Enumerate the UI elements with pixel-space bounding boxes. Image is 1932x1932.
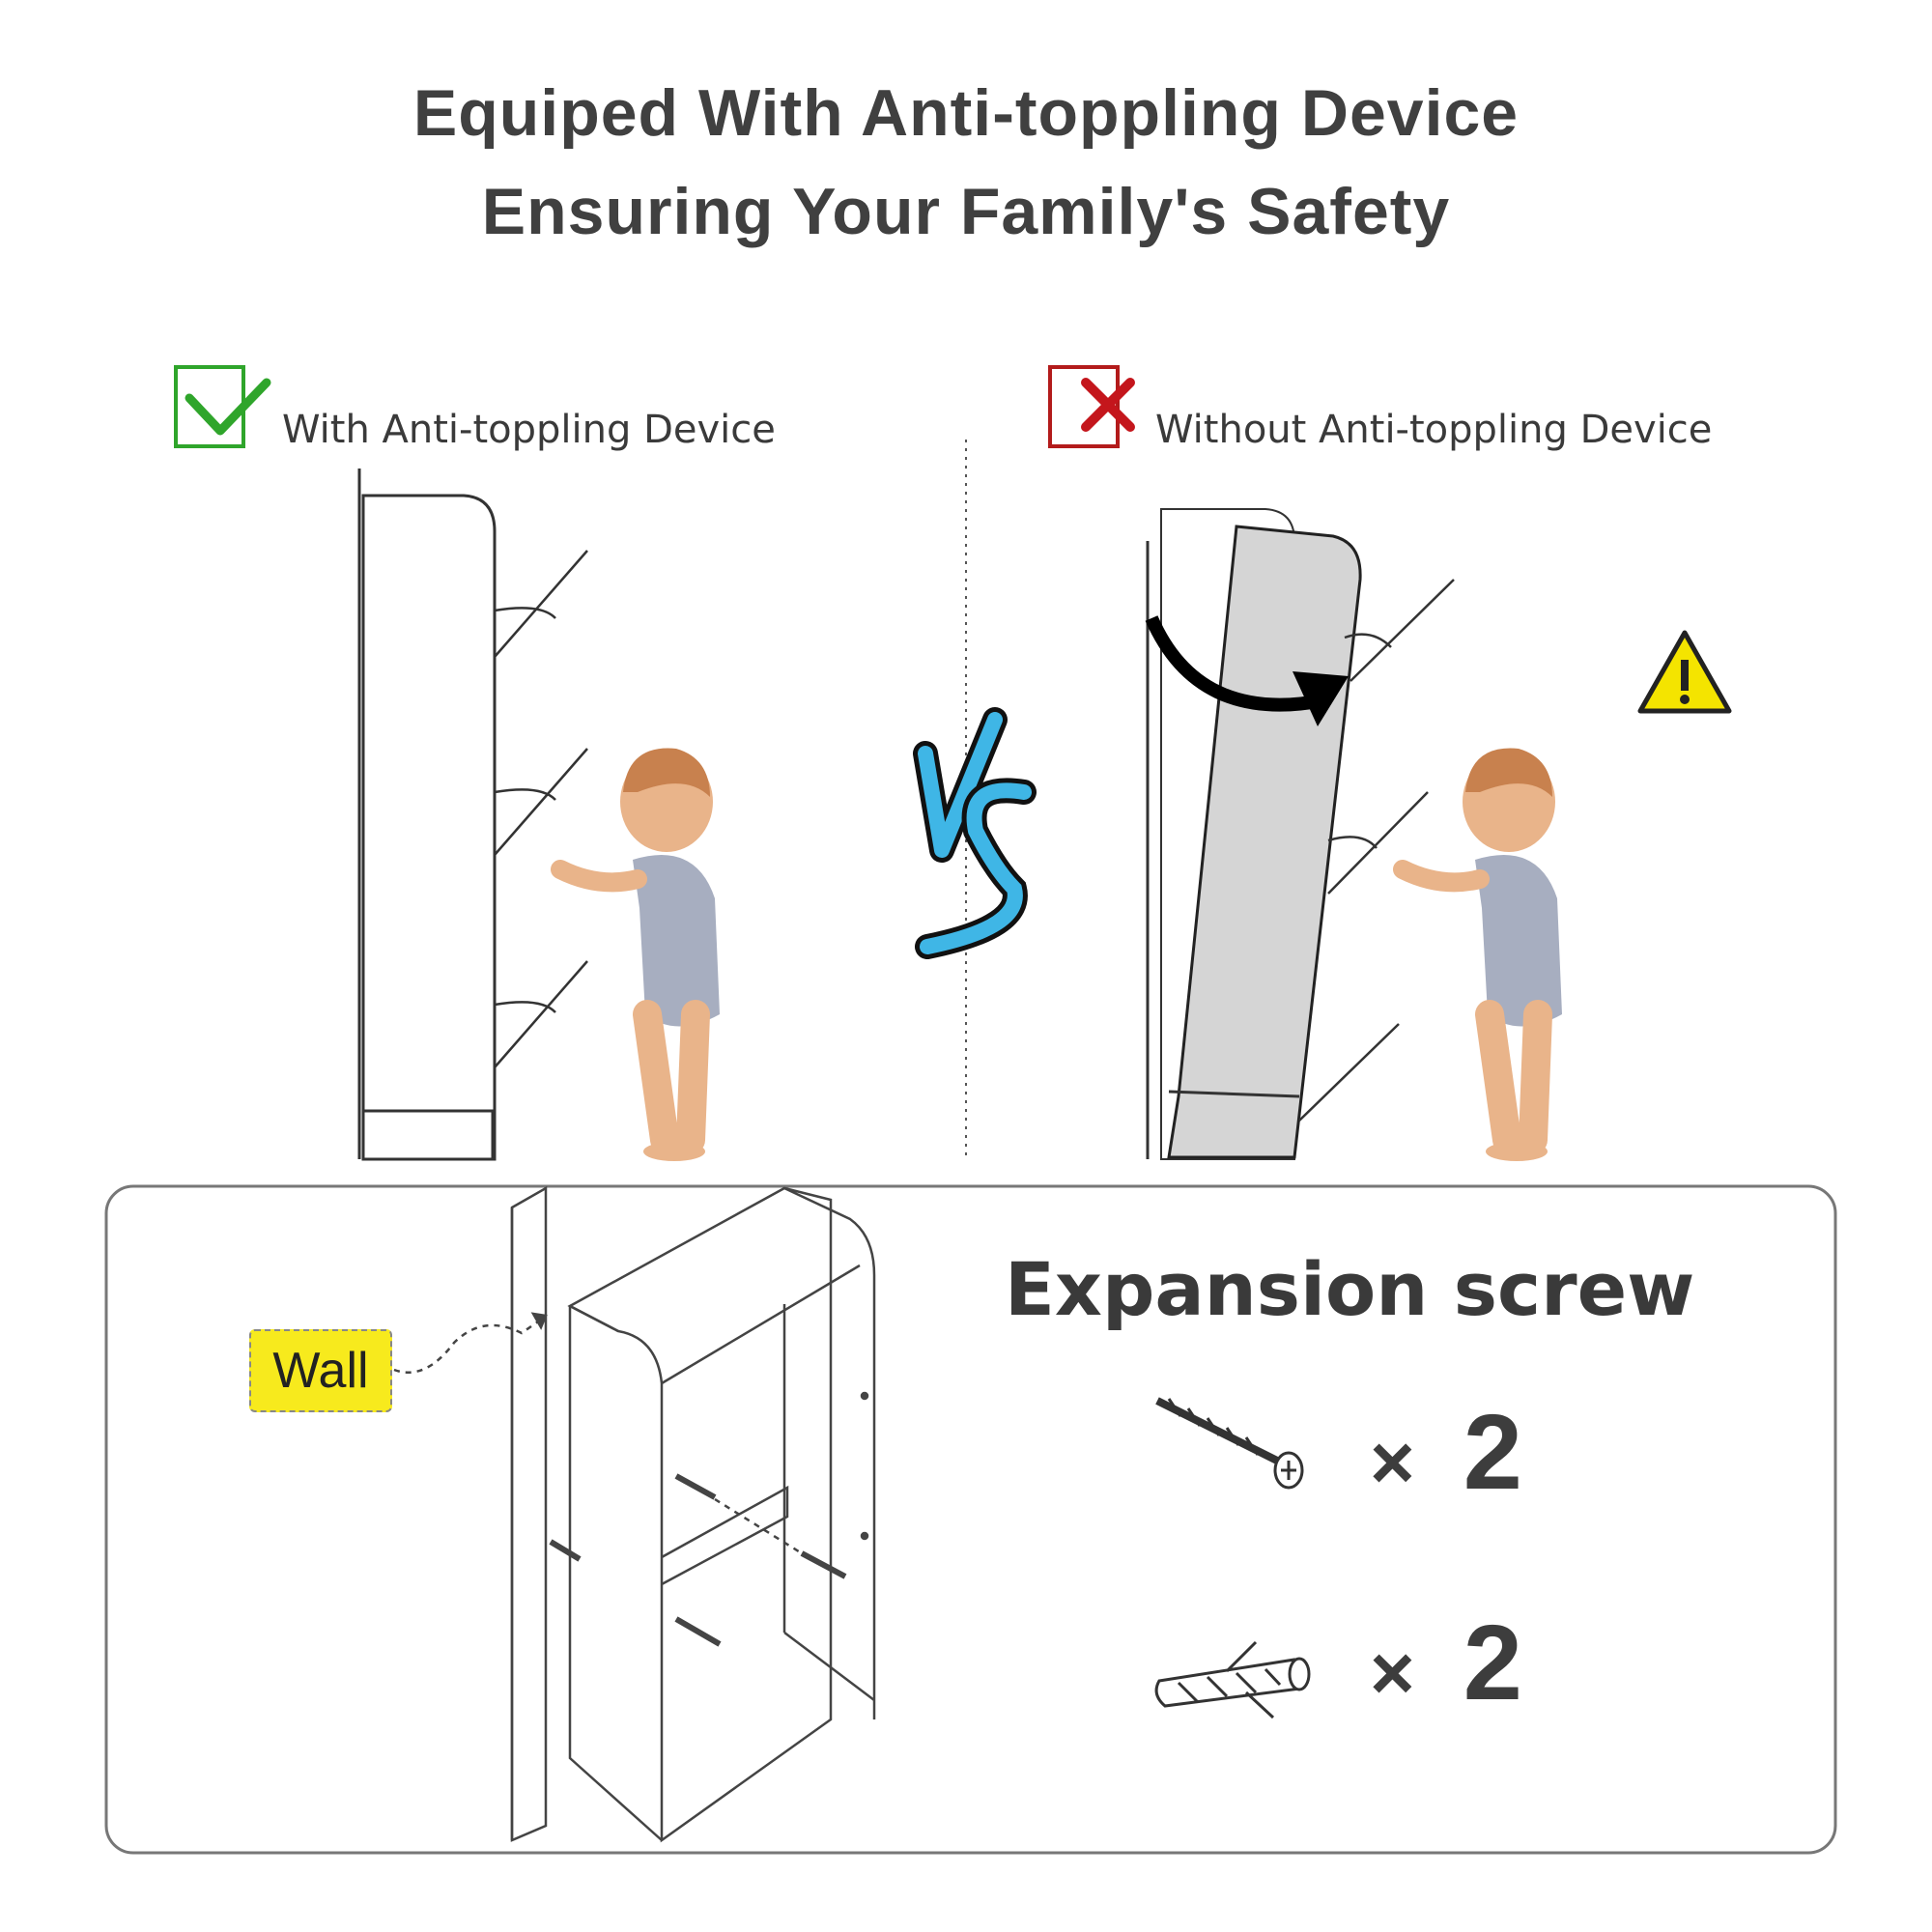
headline-line-1: Equiped With Anti-toppling Device [412,76,1520,150]
without-device-label: Without Anti-toppling Device [1155,408,1713,452]
expansion-screw-title: Expansion screw [1005,1246,1695,1332]
stable-cabinet [357,469,588,1161]
times-sign: × [1370,1630,1415,1716]
vs-badge [913,707,1037,959]
cabinet-installation-drawing [393,1185,876,1843]
baby-right [1393,748,1562,1161]
wall-tag: Wall [249,1329,392,1412]
baby-left [551,748,720,1161]
tipping-arrow [1145,615,1325,712]
screw-count: 2 [1463,1393,1522,1512]
check-icon [174,365,271,448]
expansion-anchor-icon [1154,1640,1311,1719]
anchor-quantity: ×2 [1370,1602,1522,1724]
screw-quantity: ×2 [1370,1391,1522,1514]
times-sign: × [1370,1419,1415,1505]
tipping-cabinet [1145,508,1455,1160]
anchor-count: 2 [1463,1604,1522,1722]
cross-icon [1048,365,1135,448]
warning-icon [1637,630,1732,714]
headline-line-2: Ensuring Your Family's Safety [481,175,1451,248]
with-device-label: With Anti-toppling Device [282,408,776,452]
screw-icon [1155,1397,1304,1490]
